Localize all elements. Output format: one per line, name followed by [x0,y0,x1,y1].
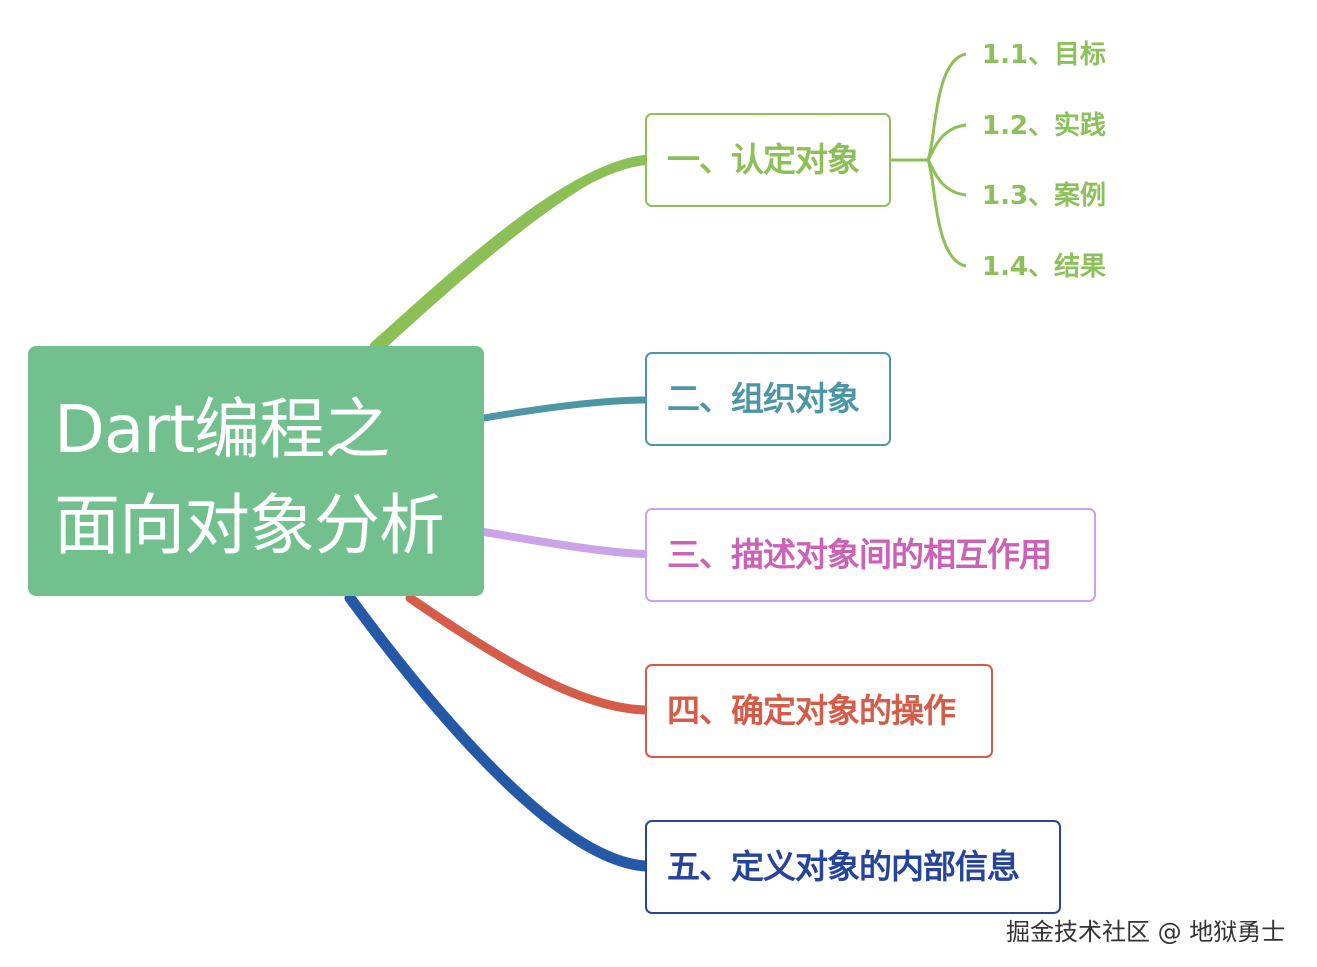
branch-topic-4[interactable]: 四、确定对象的操作 [645,664,993,758]
connector-branch-1-stroke [370,155,650,351]
branch-topic-3[interactable]: 三、描述对象间的相互作用 [645,508,1096,602]
branch-topic-2[interactable]: 二、组织对象 [645,352,891,446]
subtopic-1-3[interactable]: 1.3、案例 [982,181,1107,211]
connector-branch-4 [405,593,650,715]
subtopic-1-2[interactable]: 1.2、实践 [982,111,1107,141]
branch-topic-1-label: 一、认定对象 [667,140,860,179]
subtopic-1-1[interactable]: 1.1、目标 [982,40,1107,70]
branch-topic-3-label: 三、描述对象间的相互作用 [667,535,1052,574]
branch-topic-5-label: 五、定义对象的内部信息 [667,847,1020,886]
root-topic[interactable]: Dart编程之 面向对象分析 [28,346,484,596]
branch-topic-1[interactable]: 一、认定对象 [645,113,891,207]
branch-topic-4-label: 四、确定对象的操作 [667,691,956,730]
connector-leaf-2 [926,123,967,161]
branch-topic-5[interactable]: 五、定义对象的内部信息 [645,820,1061,914]
connector-leaf-4 [926,159,967,268]
root-topic-line-2: 面向对象分析 [54,487,445,564]
connector-branch-1 [370,160,645,346]
root-topic-line-1: Dart编程之 [54,391,390,468]
connector-leaf-1 [926,52,967,161]
watermark-credit: 掘金技术社区 @ 地狱勇士 [1006,918,1286,946]
connector-branch-2 [480,396,649,422]
branch-topic-2-label: 二、组织对象 [667,379,860,418]
connector-branch-5 [344,592,651,872]
connector-branch-3 [480,528,649,558]
subtopic-1-4[interactable]: 1.4、结果 [982,252,1107,282]
